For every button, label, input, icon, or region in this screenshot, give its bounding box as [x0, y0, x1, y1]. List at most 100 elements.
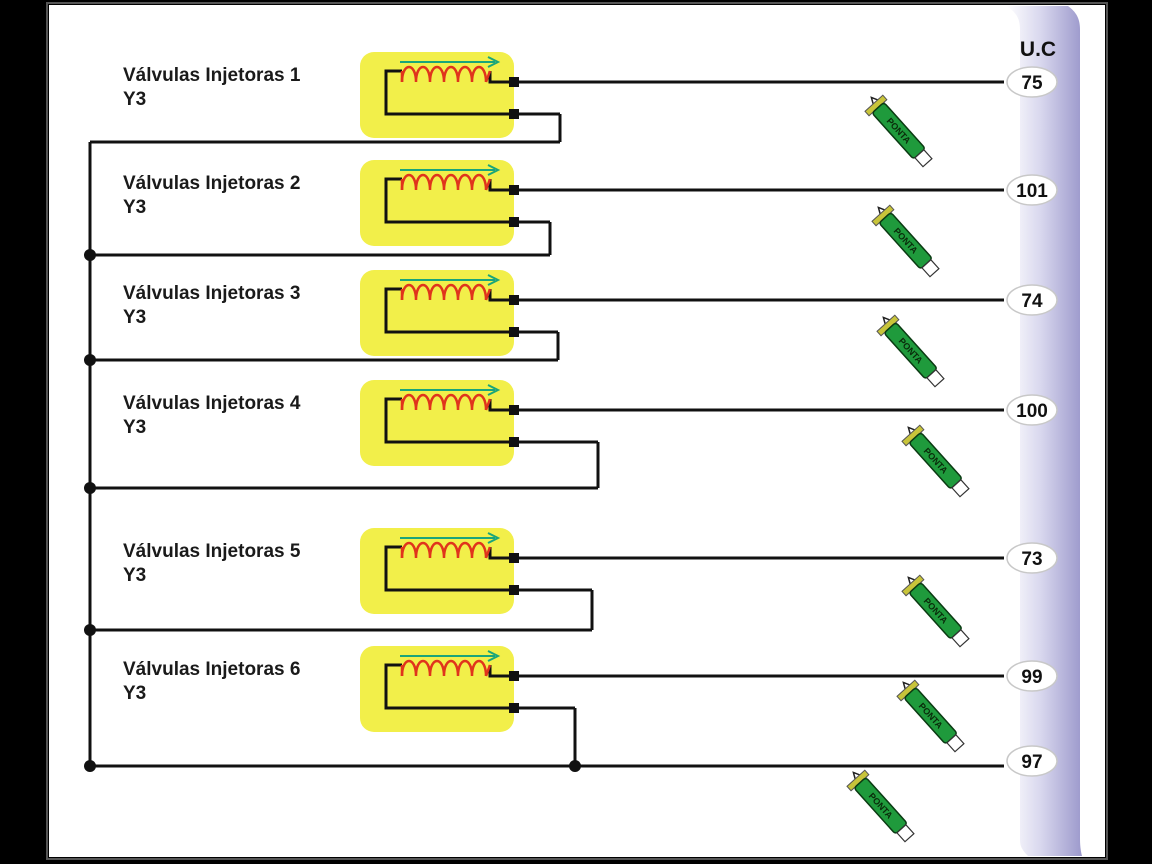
flow-arrow-head [487, 650, 501, 662]
pin-group: 75 101 74 100 73 99 97 [1006, 66, 1058, 777]
injector-body [360, 646, 514, 732]
pin-number: 101 [1016, 181, 1048, 202]
injector-code-4: Y3 [123, 417, 146, 438]
bus-junction-4 [84, 482, 96, 494]
coil-ends [400, 178, 492, 191]
terminal-return [509, 437, 519, 447]
injector-code-6: Y3 [123, 683, 146, 704]
terminal-signal [509, 295, 519, 305]
terminal-return [509, 327, 519, 337]
bus-junction-2 [84, 249, 96, 261]
pin-oval [1006, 745, 1058, 777]
diagram-frame [46, 2, 1108, 860]
pin-101: 101 [1006, 174, 1058, 206]
coil-lead-left [384, 69, 515, 116]
flow-arrow-head [487, 384, 501, 396]
coil-lead-left [384, 177, 515, 224]
pin-75: 75 [1006, 66, 1058, 98]
injector-label-1: Válvulas Injetoras 1 [123, 65, 301, 86]
pin-number: 100 [1016, 401, 1048, 422]
flow-arrow-head [487, 274, 501, 286]
terminal-signal [509, 553, 519, 563]
test-probe-3: PONTA [876, 314, 945, 388]
injector-code-1: Y3 [123, 89, 146, 110]
injector-3 [360, 270, 519, 356]
pin-number: 74 [1021, 291, 1043, 312]
coil-icon [400, 173, 488, 191]
pin-oval [1006, 66, 1058, 98]
pin-oval [1006, 174, 1058, 206]
coil-lead-right [488, 547, 515, 560]
flow-arrow-head [487, 56, 501, 68]
pin-number: 75 [1021, 73, 1043, 94]
probe-cap [896, 823, 915, 843]
pin-number: 73 [1021, 549, 1042, 570]
coil-icon [400, 393, 488, 411]
injector-label-6: Válvulas Injetoras 6 [123, 659, 300, 680]
coil-icon [400, 659, 488, 677]
pin-number: 97 [1021, 752, 1042, 773]
coil-lead-right [488, 179, 515, 192]
coil-lead-left [384, 545, 515, 592]
probe-cap [951, 478, 970, 498]
pin-99: 99 [1006, 660, 1058, 692]
injector-label-3: Válvulas Injetoras 3 [123, 283, 300, 304]
coil-ends [400, 546, 492, 559]
injector-code-2: Y3 [123, 197, 146, 218]
terminal-signal [509, 77, 519, 87]
coil-lead-left [384, 397, 515, 444]
injector-body [360, 380, 514, 466]
pin-oval [1006, 660, 1058, 692]
pin-oval [1006, 394, 1058, 426]
pin-74: 74 [1006, 284, 1058, 316]
coil-icon [400, 283, 488, 301]
terminal-return [509, 217, 519, 227]
injector-code-3: Y3 [123, 307, 146, 328]
probe-cap [926, 368, 945, 388]
bus-junction-bottom [84, 760, 96, 772]
coil-ends [400, 288, 492, 301]
injector-label-5: Válvulas Injetoras 5 [123, 541, 301, 562]
terminal-signal [509, 185, 519, 195]
coil-lead-left [384, 663, 515, 710]
pin-oval [1006, 284, 1058, 316]
control-unit-bar [1006, 6, 1082, 856]
injector-4 [360, 380, 519, 466]
coil-lead-right [488, 71, 515, 84]
coil-ends [400, 70, 492, 83]
injector-label-2: Válvulas Injetoras 2 [123, 173, 300, 194]
coil-ends [400, 398, 492, 411]
injector-body [360, 52, 514, 138]
test-probe-1: PONTA [864, 94, 933, 168]
terminal-return [509, 703, 519, 713]
injector-body [360, 160, 514, 246]
coil-lead-left [384, 287, 515, 334]
terminal-return [509, 585, 519, 595]
pin-oval [1006, 542, 1058, 574]
coil-ends [400, 664, 492, 677]
control-unit-label: U.C [1020, 38, 1056, 61]
coil-lead-right [488, 289, 515, 302]
terminal-signal [509, 405, 519, 415]
injector-5 [360, 528, 519, 614]
coil-icon [400, 541, 488, 559]
common-junction [569, 760, 581, 772]
probe-cap [951, 628, 970, 648]
coil-icon [400, 65, 488, 83]
terminal-signal [509, 671, 519, 681]
pin-97: 97 [1006, 745, 1058, 777]
flow-arrow-head [487, 532, 501, 544]
terminal-return [509, 109, 519, 119]
pin-73: 73 [1006, 542, 1058, 574]
flow-arrow-head [487, 164, 501, 176]
probe-cap [914, 148, 933, 168]
coil-lead-right [488, 665, 515, 678]
injector-label-4: Válvulas Injetoras 4 [123, 393, 301, 414]
injector-6 [360, 646, 519, 732]
probe-cap [921, 258, 940, 278]
bus-junction-3 [84, 354, 96, 366]
injector-body [360, 270, 514, 356]
injector-2 [360, 160, 519, 246]
